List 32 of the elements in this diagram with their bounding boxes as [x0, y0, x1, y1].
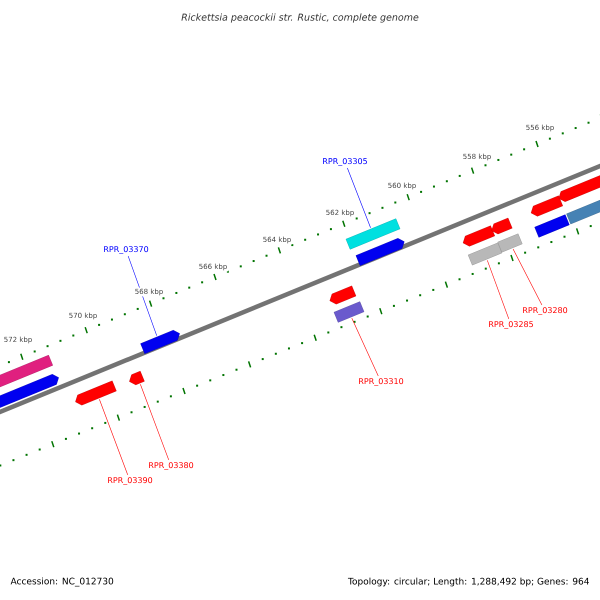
leader-line: [140, 384, 170, 460]
gene-bar: [0, 354, 53, 390]
gene-block: [356, 238, 404, 266]
gene-block: [462, 226, 495, 246]
title: Rickettsia peacockii str. Rustic, complete genome: [181, 13, 418, 23]
gene-bar: [534, 214, 570, 238]
gene-label: RPR_03310: [359, 378, 404, 386]
gene-block: [129, 370, 145, 386]
gene-block: [75, 380, 117, 406]
leader-line: [512, 248, 542, 306]
gene-label: RPR_03390: [108, 477, 152, 485]
gene-block: [558, 174, 600, 202]
leader-line: [128, 256, 158, 336]
leader-line: [352, 318, 379, 376]
genome-info-text: Topology: circular; Length: 1,288,492 bp; Genes: 964: [348, 578, 589, 586]
accession-text: Accession: NC_012730: [10, 578, 114, 586]
leader-line: [99, 398, 128, 476]
gene-block: [491, 218, 512, 234]
gene-bar: [334, 301, 364, 323]
gene-block: [0, 374, 59, 408]
gene-label: RPR_03370: [104, 246, 148, 254]
gene-bar: [498, 234, 522, 252]
gene-block: [530, 196, 563, 216]
gene-block: [140, 330, 180, 354]
gene-bar: [566, 198, 600, 224]
gene-bar: [468, 242, 502, 266]
gene-bar: [346, 218, 400, 250]
gene-label: RPR_03285: [489, 321, 533, 329]
gene-label: RPR_03380: [149, 462, 194, 470]
gene-block: [330, 286, 356, 304]
gene-label: RPR_03305: [323, 158, 367, 166]
gene-label: RPR_03280: [523, 307, 568, 315]
